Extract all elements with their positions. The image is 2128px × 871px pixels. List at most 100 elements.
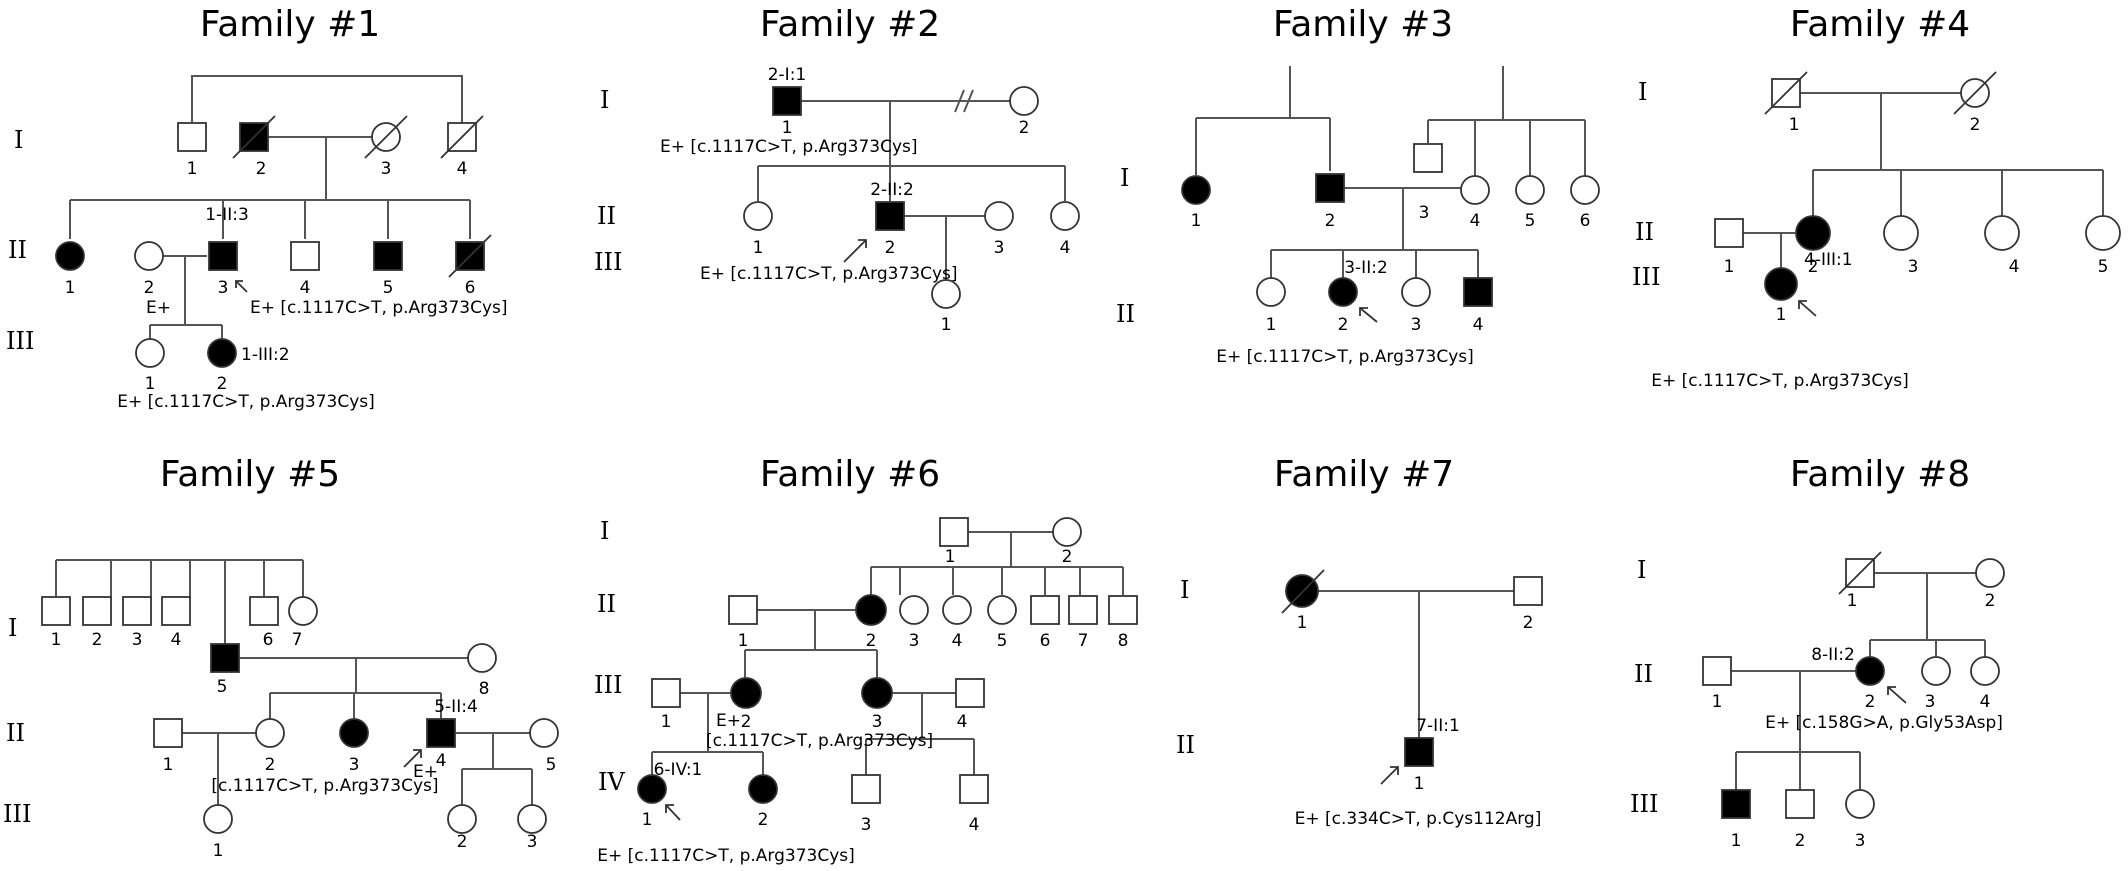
male-symbol: [1702, 656, 1732, 686]
male-symbol: [249, 596, 279, 626]
individual-number: 4: [1060, 238, 1071, 258]
female-symbol: [1460, 175, 1490, 205]
individual-number: 1: [145, 374, 156, 394]
individual-number: 1: [187, 159, 198, 179]
family-6: Family #6 I II III IV 1 2: [594, 454, 1138, 866]
individual-number: 1: [163, 755, 174, 775]
individual-number: 4: [436, 751, 447, 771]
family-title: Family #4: [1790, 4, 1970, 45]
male-symbol: [82, 596, 112, 626]
affected-male-symbol: [208, 241, 238, 271]
individual-number: 3: [1908, 257, 1919, 277]
individual-number: 1: [1847, 591, 1858, 611]
affected-female-symbol: [339, 718, 369, 748]
individual-number: 1: [1297, 613, 1308, 633]
generation-label: II: [597, 202, 616, 230]
variant-annotation: [c.1117C>T, p.Arg373Cys]: [706, 731, 933, 751]
individual-number: 3: [527, 832, 538, 852]
affected-female-symbol: [1181, 175, 1211, 205]
proband-arrow: [1798, 300, 1817, 317]
variant-annotation: E+ [c.1117C>T, p.Arg373Cys]: [117, 392, 375, 412]
individual-number: 6: [1040, 631, 1051, 651]
proband-arrowhead: [235, 280, 243, 288]
generation-label: III: [594, 248, 622, 276]
individual-number: 1: [1731, 831, 1742, 851]
individual-number: 2: [1019, 118, 1030, 138]
individual-number: 3: [132, 630, 143, 650]
individual-number: 5: [1525, 211, 1536, 231]
proband-arrow: [1887, 686, 1907, 704]
family-7: Family #7 I II 1 2 7-II:1 1 E+ [c.334C>T…: [1176, 454, 1543, 829]
family-8: Family #8 I II III 1 2 8-II:2 1 2 3 4: [1630, 454, 2005, 851]
individual-number: 1: [945, 547, 956, 567]
affected-male-symbol: [875, 201, 905, 231]
affected-male-symbol: [210, 643, 240, 673]
family-1: Family #1 I II III 1 2 3 4: [6, 4, 508, 412]
generation-label: I: [1637, 556, 1646, 584]
carrier-tag: E+: [716, 711, 741, 731]
affected-male-symbol: [772, 86, 802, 116]
variant-annotation: [c.1117C>T, p.Arg373Cys]: [211, 776, 438, 796]
family-title: Family #2: [760, 4, 940, 45]
individual-number: 5: [217, 677, 228, 697]
family-title: Family #1: [200, 4, 380, 45]
female-symbol: [255, 718, 285, 748]
male-symbol: [122, 596, 152, 626]
variant-annotation: E+ [c.1117C>T, p.Arg373Cys]: [700, 264, 958, 284]
female-symbol: [529, 718, 559, 748]
female-symbol: [1515, 175, 1545, 205]
female-symbol: [1970, 656, 2000, 686]
proband-arrowhead: [413, 749, 422, 758]
individual-number: 4: [2009, 257, 2020, 277]
affected-female-symbol: [861, 677, 893, 709]
proband-arrowhead: [1887, 686, 1896, 695]
individual-number: 4: [969, 815, 980, 835]
generation-label: I: [8, 614, 17, 642]
female-symbol: [1050, 201, 1080, 231]
individual-number: 1: [213, 841, 224, 861]
generation-label: IV: [598, 768, 625, 796]
generation-label: I: [1638, 78, 1647, 106]
individual-number: 4: [1980, 692, 1991, 712]
affected-male-symbol: [1315, 173, 1345, 203]
individual-number: 2: [1325, 211, 1336, 231]
individual-number: 4: [300, 278, 311, 298]
individual-number: 1: [1724, 257, 1735, 277]
individual-id-tag: 7-II:1: [1416, 716, 1460, 736]
generation-label: II: [6, 719, 25, 747]
affected-female-symbol: [1795, 215, 1831, 251]
individual-number: 4: [952, 631, 963, 651]
family-3: Family #3 I II 1 2 3 4 5 6: [1116, 4, 1600, 367]
deceased-slash: [440, 115, 484, 159]
male-symbol: [290, 241, 320, 271]
deceased-slash: [1953, 71, 1997, 115]
generation-label: II: [1634, 660, 1653, 688]
proband-arrow: [1359, 307, 1378, 323]
individual-number: 4: [171, 630, 182, 650]
female-symbol: [1009, 86, 1039, 116]
individual-number: 3: [1419, 203, 1430, 223]
individual-number: 3: [1855, 831, 1866, 851]
individual-number: 5: [2098, 257, 2109, 277]
affected-male-symbol: [1404, 737, 1434, 767]
female-symbol: [1883, 215, 1919, 251]
proband-arrowhead: [665, 804, 674, 813]
female-symbol: [467, 643, 497, 673]
variant-annotation: E+ [c.1117C>T, p.Arg373Cys]: [1216, 347, 1474, 367]
male-symbol: [651, 678, 681, 708]
female-symbol: [1256, 277, 1286, 307]
individual-number: 3: [994, 238, 1005, 258]
proband-arrowhead: [1390, 766, 1399, 775]
individual-number: 5: [546, 755, 557, 775]
female-symbol: [899, 595, 929, 625]
affected-female-symbol: [55, 241, 85, 271]
family-title: Family #8: [1790, 454, 1970, 495]
individual-number: 2: [758, 810, 769, 830]
individual-number: 3: [349, 755, 360, 775]
generation-label: III: [6, 327, 34, 355]
individual-number: 1: [941, 315, 952, 335]
family-4: Family #4 I II III 1 2 1 2 3 4 5 4-III:1: [1632, 4, 2121, 391]
affected-female-symbol: [1764, 267, 1798, 301]
affected-female-symbol: [1328, 277, 1358, 307]
